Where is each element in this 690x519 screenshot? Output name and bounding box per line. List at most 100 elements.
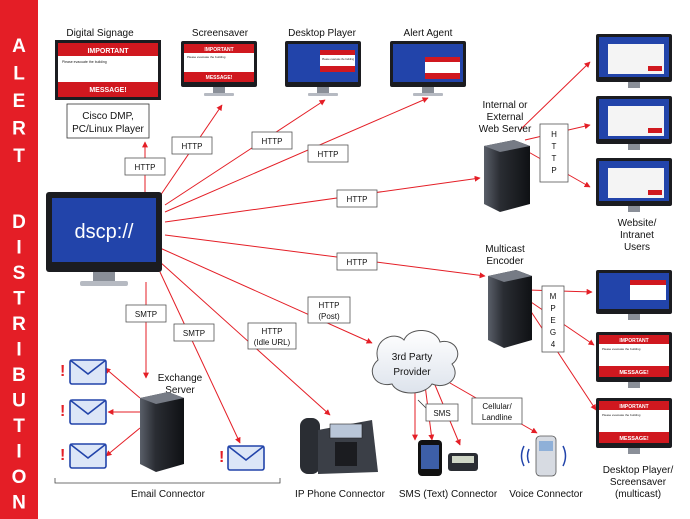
multicast-player-monitors: IMPORTANT Please evacuate the building M… (596, 270, 674, 500)
voice-connector-label: Voice Connector (509, 489, 583, 500)
sidebar-letter: R (12, 314, 26, 335)
multicast-player-2-body: Please evacuate the building (602, 347, 641, 351)
mpeg4-vertical-box (541, 285, 565, 353)
multicast-player-3-message: MESSAGE! (619, 436, 649, 442)
protocol-text: HTTP (262, 137, 283, 146)
protocol-labels: HTTP HTTP HTTP HTTP HTTP HTTP HTTP (Post… (124, 131, 523, 425)
arrow-email-3 (105, 427, 141, 457)
multicast-player-3: IMPORTANT Please evacuate the building M… (596, 398, 672, 454)
ip-phone-keypad-icon (335, 442, 357, 466)
vertical-letter: M (550, 292, 557, 301)
arrow-third-party (159, 247, 373, 344)
multicast-encoder-tower (488, 270, 532, 348)
envelope-flap-icon (69, 399, 107, 416)
protocol-label-http-desktop: HTTP (251, 131, 293, 150)
protocol-label-http-webserver: HTTP (336, 189, 378, 208)
signal-wave-icon (562, 445, 567, 467)
desktop-player-title: Desktop Player (288, 28, 356, 39)
sms-connector-label: SMS (Text) Connector (399, 489, 498, 500)
protocol-text: SMS (433, 409, 450, 418)
multicast-player-3-banner (599, 401, 669, 410)
protocol-text-line2: (Idle URL) (254, 338, 291, 347)
protocol-label-smtp-exchange: SMTP (125, 304, 167, 323)
third-party-line2: Provider (393, 367, 431, 378)
sidebar-letter: T (13, 416, 25, 437)
protocol-text-line2: Landline (482, 413, 513, 422)
desktop-player-node: Desktop Player Please evacuate the build… (285, 28, 361, 96)
protocol-label-http-post: HTTP (Post) (307, 296, 351, 324)
web-server-line3: Web Server (479, 124, 532, 135)
protocol-box (307, 144, 349, 163)
multicast-encoder-line1: Multicast (485, 244, 525, 255)
protocol-text: HTTP (318, 150, 339, 159)
protocol-text: HTTP (347, 258, 368, 267)
multicast-player-1-neck (628, 314, 640, 320)
arrow-alert-agent (164, 97, 429, 213)
desktop-player-popup-footer (320, 66, 355, 72)
desktop-player-popup-header (320, 50, 355, 55)
sidebar-letter: U (12, 391, 26, 412)
sidebar-letter: I (16, 340, 21, 361)
multicast-player-2: IMPORTANT Please evacuate the building M… (596, 332, 672, 388)
sidebar-letter: S (13, 263, 26, 284)
sidebar-letter: T (13, 289, 25, 310)
vertical-letter: H (551, 130, 557, 139)
exclamation-icon: ! (60, 363, 65, 380)
multicast-players-line2: Screensaver (610, 477, 667, 488)
ip-phone-handset-icon (300, 418, 320, 474)
website-user-3-neck (628, 206, 640, 212)
website-user-3-alert (648, 190, 662, 195)
protocol-box (425, 403, 459, 422)
email-envelope-1: ! (60, 359, 107, 385)
sidebar-letter: R (12, 119, 26, 140)
vertical-letter: P (551, 166, 556, 175)
multicast-player-3-message-bar (599, 432, 669, 443)
screensaver-body: Please evacuate the building (187, 55, 226, 59)
protocol-text: HTTP (347, 195, 368, 204)
email-connector-label: Email Connector (131, 489, 206, 500)
alert-agent-title: Alert Agent (404, 28, 453, 39)
exchange-server-tower (140, 392, 184, 472)
desktop-player-neck (317, 87, 329, 94)
digital-signage-caption-line1: Cisco DMP, (82, 111, 134, 122)
vertical-letter: T (552, 142, 557, 151)
website-user-monitor-3 (596, 158, 672, 212)
protocol-box (124, 157, 166, 176)
alert-agent-stand (413, 93, 443, 96)
digital-signage-message: MESSAGE! (89, 87, 126, 94)
exchange-server-line2: Server (165, 385, 195, 396)
sidebar-letter: N (12, 493, 26, 514)
multicast-player-2-message-bar (599, 366, 669, 377)
email-envelopes: ! ! ! ! (60, 359, 265, 471)
exchange-server-tower-top (140, 392, 184, 404)
hub-screen (52, 198, 156, 262)
protocol-box (247, 322, 297, 350)
sidebar-letter: L (13, 64, 25, 85)
arrow-multicast-encoder (164, 234, 486, 279)
digital-signage-important: IMPORTANT (87, 48, 129, 55)
vertical-letter: E (550, 316, 555, 325)
pager-screen (452, 456, 474, 463)
protocol-box (336, 189, 378, 208)
third-party-line1: 3rd Party (392, 352, 433, 363)
website-user-1-alert (648, 66, 662, 71)
digital-signage-node: Digital Signage IMPORTANT Please evacuat… (55, 28, 161, 139)
sidebar-letter: O (12, 467, 27, 488)
protocol-text: SMTP (183, 329, 205, 338)
third-party-provider-node: 3rd Party Provider (371, 330, 459, 394)
hub-monitor: dscp:// (46, 192, 162, 286)
protocol-label-http-encoder: HTTP (336, 252, 378, 271)
website-user-monitor-1 (596, 34, 672, 88)
multicast-player-2-important: IMPORTANT (619, 338, 648, 344)
website-user-2-alert (648, 128, 662, 133)
web-server-line1: Internal or (482, 100, 528, 111)
sidebar-letter: E (13, 91, 26, 112)
screensaver-banner (184, 44, 254, 53)
screensaver-important: IMPORTANT (204, 47, 233, 53)
screensaver-node: Screensaver IMPORTANT Please evacuate th… (181, 28, 257, 96)
email-connector-bracket (54, 478, 281, 484)
multicast-encoder-node: Multicast Encoder (485, 244, 532, 348)
